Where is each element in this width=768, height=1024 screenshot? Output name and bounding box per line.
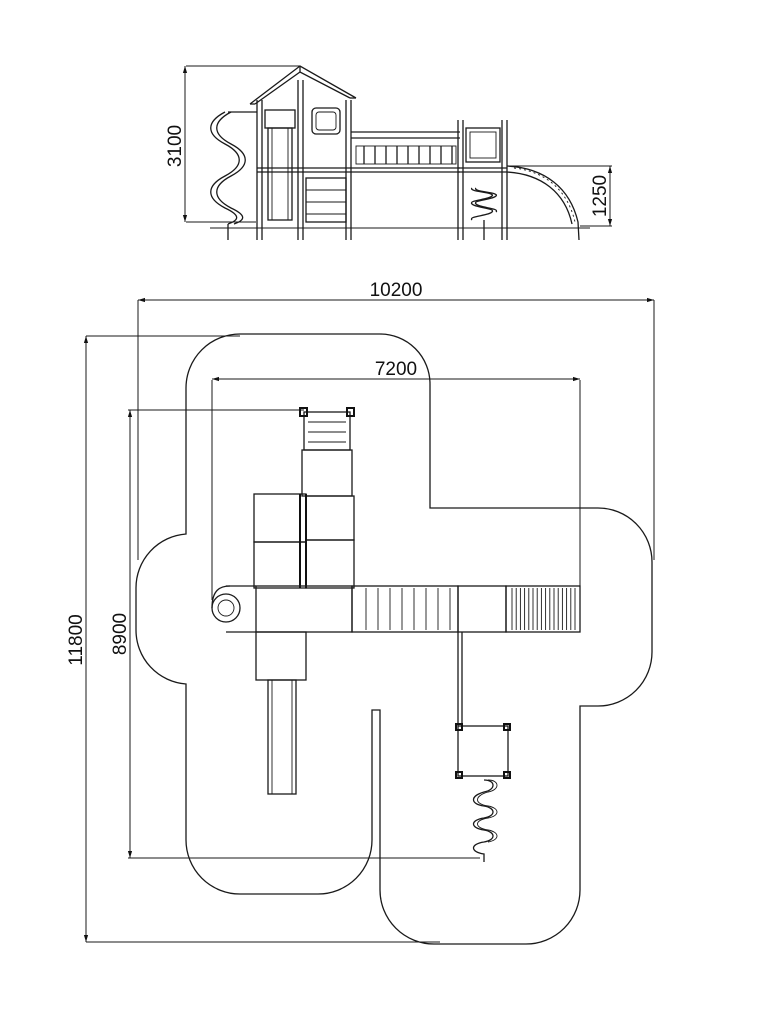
side-elevation xyxy=(210,65,590,241)
dimension-10200: 10200 xyxy=(137,280,655,560)
dimension-7200-label: 7200 xyxy=(375,359,417,380)
dimension-8900-label: 8900 xyxy=(110,613,131,655)
dimension-8900: 8900 xyxy=(110,409,480,859)
dimension-7200: 7200 xyxy=(211,359,581,600)
plan-structure xyxy=(211,407,581,862)
dimension-1250-label: 1250 xyxy=(590,175,611,217)
dimension-3100-label: 3100 xyxy=(165,125,186,167)
dimension-10200-label: 10200 xyxy=(370,280,423,301)
dimension-1250: 1250 xyxy=(508,165,613,227)
dimension-3100: 3100 xyxy=(165,65,300,223)
safety-zone-outline xyxy=(135,333,653,945)
dimension-11800-label: 11800 xyxy=(66,614,87,665)
dimension-11800: 11800 xyxy=(66,335,440,943)
